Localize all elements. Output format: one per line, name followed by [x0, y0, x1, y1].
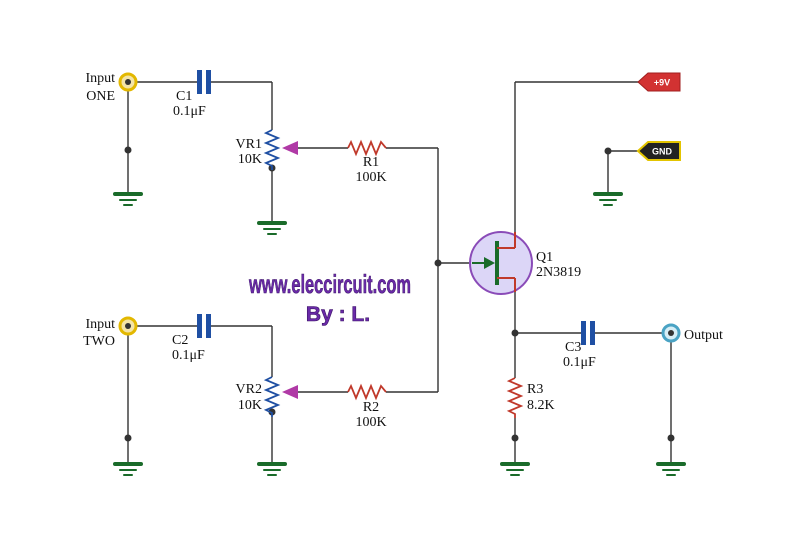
c1-ref: C1: [176, 89, 192, 104]
c3-ref: C3: [565, 340, 581, 355]
ground-symbol: [593, 192, 623, 206]
gnd-tag-text: GND: [652, 147, 673, 157]
vr1-value: 10K: [238, 152, 262, 167]
ground-symbol: [656, 462, 686, 476]
input-two-jack[interactable]: [118, 316, 138, 336]
input-one-label: Input: [85, 71, 115, 86]
capacitor-c3: [581, 321, 595, 345]
input-two-sublabel: TWO: [83, 334, 115, 349]
input-two-label: Input: [85, 317, 115, 332]
vr1-ref: VR1: [236, 137, 262, 152]
vr2-ref: VR2: [236, 382, 262, 397]
wiper-arrow-icon: [282, 141, 298, 155]
wiper-arrow-icon: [282, 385, 298, 399]
capacitor-c2: [197, 314, 211, 338]
vplus-tag: +9V: [637, 72, 681, 92]
r1-ref: R1: [363, 155, 379, 170]
input-one-jack[interactable]: [118, 72, 138, 92]
gate-arrow-icon: [484, 257, 495, 269]
r3-value: 8.2K: [527, 398, 555, 413]
c2-value: 0.1μF: [172, 348, 205, 363]
r1-value: 100K: [355, 170, 386, 185]
watermark-by: By : L.: [306, 303, 370, 326]
r2-ref: R2: [363, 400, 379, 415]
r2-value: 100K: [355, 415, 386, 430]
q1-value: 2N3819: [536, 265, 581, 280]
ground-symbol: [257, 462, 287, 476]
vr2-value: 10K: [238, 398, 262, 413]
ground-symbol: [113, 462, 143, 476]
ground-symbol: [113, 192, 143, 206]
r3-ref: R3: [527, 382, 543, 397]
resistor-r2: [347, 383, 387, 401]
ground-symbol: [257, 221, 287, 235]
jfet-q1: [469, 231, 533, 295]
output-jack[interactable]: [661, 323, 681, 343]
c3-value: 0.1μF: [563, 355, 596, 370]
input-one-sublabel: ONE: [86, 89, 115, 104]
resistor-r1: [347, 139, 387, 157]
capacitor-c1: [197, 70, 211, 94]
vplus-tag-text: +9V: [654, 78, 670, 88]
c2-ref: C2: [172, 333, 188, 348]
watermark-site: www.eleccircuit.com: [248, 269, 411, 299]
resistor-r3: [506, 377, 524, 418]
potentiometer-vr2[interactable]: [263, 376, 298, 417]
potentiometer-vr1[interactable]: [263, 129, 298, 170]
c1-value: 0.1μF: [173, 104, 206, 119]
wires: [127, 81, 672, 463]
gnd-tag: GND: [636, 141, 681, 161]
output-label: Output: [684, 328, 723, 343]
q1-ref: Q1: [536, 250, 553, 265]
ground-symbol: [500, 462, 530, 476]
